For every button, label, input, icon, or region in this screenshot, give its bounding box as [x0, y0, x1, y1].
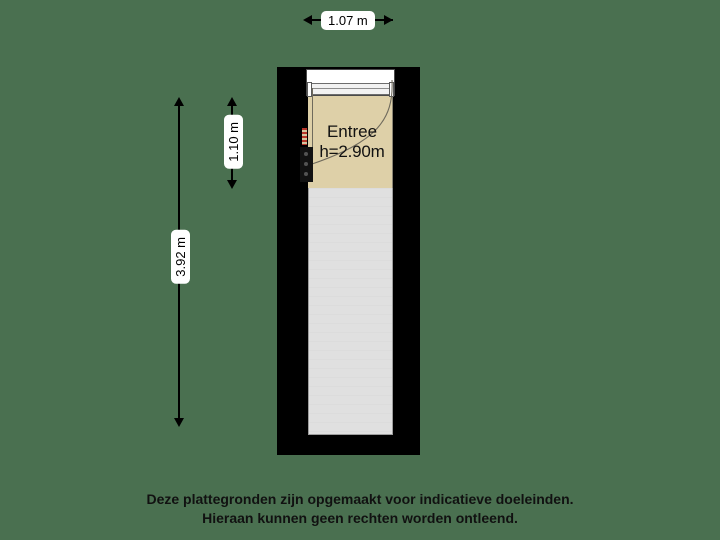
stairs-icon	[300, 147, 313, 182]
dim-arrow-down-icon-2	[227, 180, 237, 189]
stair-dot-3	[304, 172, 308, 176]
room-label-entree: Entree h=2.90m	[308, 122, 396, 162]
door-jamb-left	[307, 82, 312, 97]
disclaimer-line-1: Deze plattegronden zijn opgemaakt voor i…	[146, 491, 574, 507]
window-mullion	[307, 83, 394, 95]
room-hallway	[308, 188, 393, 435]
disclaimer-line-2: Hieraan kunnen geen rechten worden ontle…	[202, 510, 518, 526]
dim-arrow-right-icon	[384, 15, 393, 25]
dim-arrow-down-icon	[174, 418, 184, 427]
dim-arrow-up-icon-2	[227, 97, 237, 106]
dimension-label-width: 1.07 m	[321, 11, 375, 30]
radiator-icon	[302, 128, 307, 145]
room-name-text: Entree	[326, 122, 378, 141]
disclaimer: Deze plattegronden zijn opgemaakt voor i…	[0, 490, 720, 528]
dimension-label-height-entree: 1.10 m	[224, 115, 243, 169]
dimension-label-height-total: 3.92 m	[171, 230, 190, 284]
stair-dot-1	[304, 152, 308, 156]
room-height-text: h=2.90m	[319, 142, 385, 161]
stair-dot-2	[304, 162, 308, 166]
dim-arrow-up-icon	[174, 97, 184, 106]
door-jamb-right	[389, 82, 394, 97]
window-door-icon	[306, 69, 395, 97]
door-leaf	[312, 88, 313, 164]
